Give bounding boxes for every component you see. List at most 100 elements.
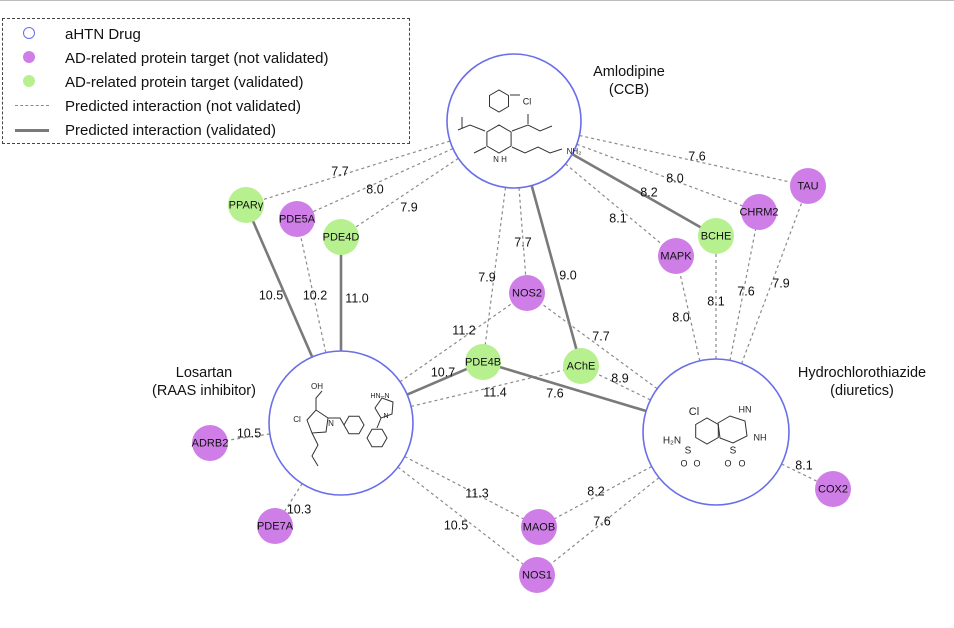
bond [315,390,323,410]
edge-hctz-nos1 [549,477,660,565]
atom-label: S [685,446,692,457]
atom-label: OH [311,382,323,391]
edge-hctz-nos2 [540,302,658,390]
atom-label: NH₂ [567,147,582,156]
drug-name: Amlodipine [593,64,665,80]
target-label: CHRM2 [739,206,778,218]
legend-item-edge-validated: Predicted interaction (validated) [13,119,276,141]
target-label: PDE5A [279,213,316,225]
edge-hctz-cox2 [781,463,818,483]
target-label: TAU [797,180,818,192]
top-divider [0,0,954,1]
bond [311,432,319,467]
target-label: ADRB2 [192,437,229,449]
bond [511,124,553,132]
atom-label: Cl [523,96,532,106]
target-dot [519,557,555,593]
edge-score: 9.0 [559,268,576,282]
bond [473,146,487,154]
atom-label: N [328,419,334,428]
target-label: PDE4B [465,356,501,368]
target-dot [257,508,293,544]
target-node-mapk[interactable]: MAPK [658,238,694,274]
edge-score: 7.9 [478,270,495,284]
target-node-nos2[interactable]: NOS2 [509,275,545,311]
edge-score: 11.0 [345,291,368,305]
edge-losartan-pde5a [300,235,327,353]
target-dot [323,219,359,255]
edge-score: 7.9 [400,200,417,214]
purple-dot-icon [23,51,35,63]
green-dot-icon [23,75,35,87]
atom-label: N [383,413,388,420]
edge-hctz-maob [553,465,652,520]
atom-label: Cl [689,406,699,418]
atom-label: NH [754,432,767,442]
target-node-chrm2[interactable]: CHRM2 [739,194,779,230]
edge-hctz-chrm2 [729,228,757,361]
edge-score: 7.9 [772,276,789,290]
edge-score: 7.7 [592,329,609,343]
edge-score: 10.2 [303,288,327,302]
atom-label: N H [493,155,507,164]
edge-score: 10.5 [237,426,261,440]
target-node-pde5a[interactable]: PDE5A [279,201,316,237]
edge-score: 8.2 [640,185,657,199]
target-dot [698,218,734,254]
legend-label: Predicted interaction (not validated) [65,97,301,115]
drug-ring-icon [23,27,35,39]
edge-score: 7.6 [737,284,754,298]
target-node-maob[interactable]: MAOB [521,509,557,545]
target-label: BCHE [701,230,732,242]
edge-score: 8.9 [611,371,628,385]
atom-label: O [693,458,700,468]
target-node-nos1[interactable]: NOS1 [519,557,555,593]
target-node-pde4d[interactable]: PDE4D [323,219,360,255]
target-label: MAOB [523,521,555,533]
edge-losartan-adrb2 [226,433,270,441]
atom-label: Cl [293,415,301,424]
edge-score: 8.0 [666,171,683,185]
target-label: MAPK [660,250,692,262]
atom-label: HN–N [370,393,389,400]
bond [328,417,345,426]
atom-label: HN [739,404,752,414]
edge-score: 7.6 [546,386,563,400]
target-node-bche[interactable]: BCHE [698,218,734,254]
target-node-ache[interactable]: AChE [563,348,599,384]
tetrazole-ring [374,397,394,419]
edge-score: 7.6 [688,149,705,163]
drug-ring [446,53,582,189]
atom-label: O [680,458,687,468]
target-label: PDE7A [257,520,294,532]
edge-score: 10.7 [431,365,455,379]
target-node-ppary[interactable]: PPARγ [228,187,264,223]
legend-label: AD-related protein target (validated) [65,73,304,91]
bond [511,146,563,154]
target-node-tau[interactable]: TAU [790,168,826,204]
legend-label: AD-related protein target (not validated… [65,49,329,67]
edge-score: 8.0 [366,182,383,196]
edge-hctz-ache [596,372,651,401]
edge-score: 8.1 [609,211,626,225]
drug-class: (diuretics) [830,383,894,399]
target-node-adrb2[interactable]: ADRB2 [192,425,229,461]
target-node-pde7a[interactable]: PDE7A [257,508,294,544]
edge-losartan-nos2 [399,302,514,383]
atom-label: O [724,458,731,468]
edge-score: 10.5 [259,288,283,302]
target-node-pde4b[interactable]: PDE4B [465,344,501,380]
legend: aHTN Drug AD-related protein target (not… [2,18,410,144]
target-label: NOS1 [522,569,552,581]
imidazole-ring [306,409,329,434]
drug-node-losartan[interactable]: OH Cl N HN–N N [268,350,414,496]
target-dot [790,168,826,204]
target-node-cox2[interactable]: COX2 [815,471,851,507]
